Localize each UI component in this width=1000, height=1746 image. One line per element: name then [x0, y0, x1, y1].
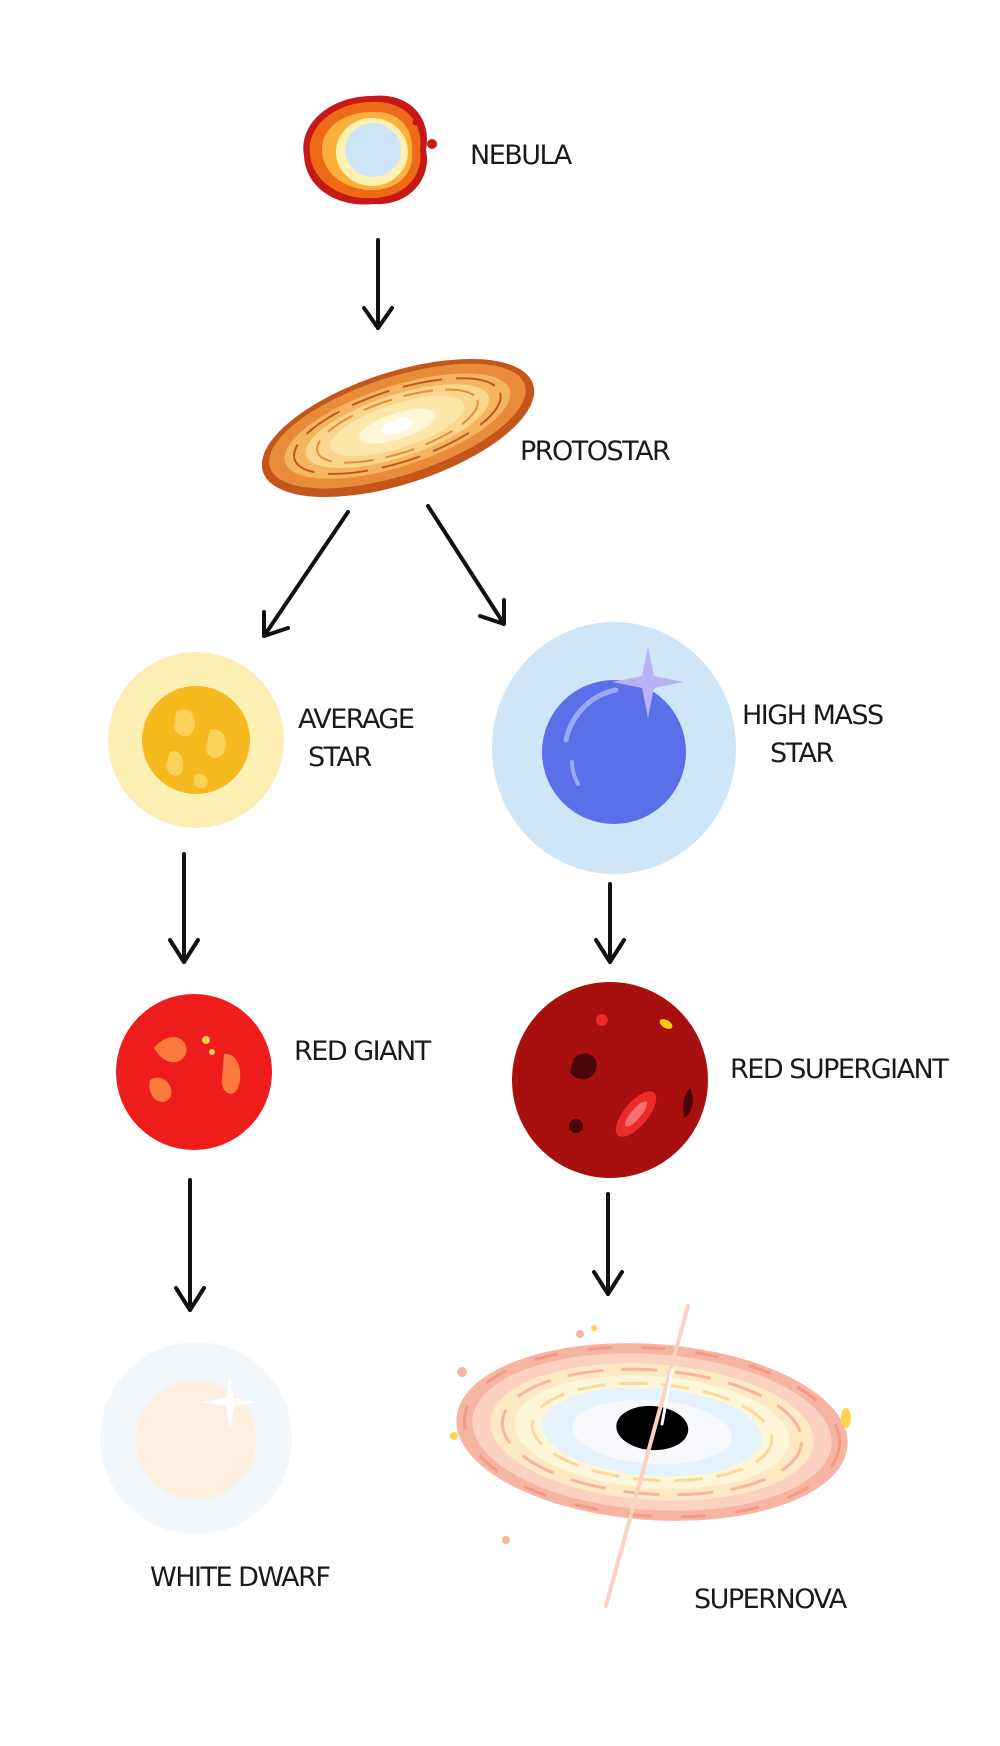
arrow-protostar-to-high-mass-star — [426, 504, 506, 626]
arrow-nebula-to-protostar — [362, 238, 394, 330]
arrow-average-star-to-red-giant — [168, 852, 200, 964]
white-dwarf-label: WHITE DWARF — [150, 1562, 329, 1593]
arrow-high-mass-star-to-red-supergiant — [594, 882, 626, 964]
arrow-red-giant-to-white-dwarf — [174, 1178, 206, 1312]
high-mass-star-label-line1: HIGH MASS — [742, 700, 883, 731]
arrow-protostar-to-average-star — [262, 510, 350, 638]
supernova-illustration — [450, 1304, 851, 1608]
red-supergiant-label: RED SUPERGIANT — [730, 1054, 949, 1085]
red-giant-label: RED GIANT — [294, 1036, 432, 1067]
high-mass-star-label-line2: STAR — [770, 738, 834, 769]
supernova-label: SUPERNOVA — [694, 1584, 848, 1615]
protostar-label: PROTOSTAR — [520, 436, 670, 467]
average-star-label-line2: STAR — [308, 742, 372, 773]
nebula-illustration — [303, 95, 437, 205]
average-star-illustration — [108, 652, 284, 828]
red-giant-illustration — [116, 994, 272, 1150]
arrow-red-supergiant-to-supernova — [592, 1192, 624, 1296]
average-star-label-line1: AVERAGE — [298, 704, 414, 735]
high-mass-star-illustration — [492, 622, 736, 874]
white-dwarf-illustration — [100, 1342, 292, 1534]
nebula-label: NEBULA — [470, 140, 573, 171]
red-supergiant-illustration — [512, 982, 708, 1178]
protostar-illustration — [261, 358, 535, 498]
